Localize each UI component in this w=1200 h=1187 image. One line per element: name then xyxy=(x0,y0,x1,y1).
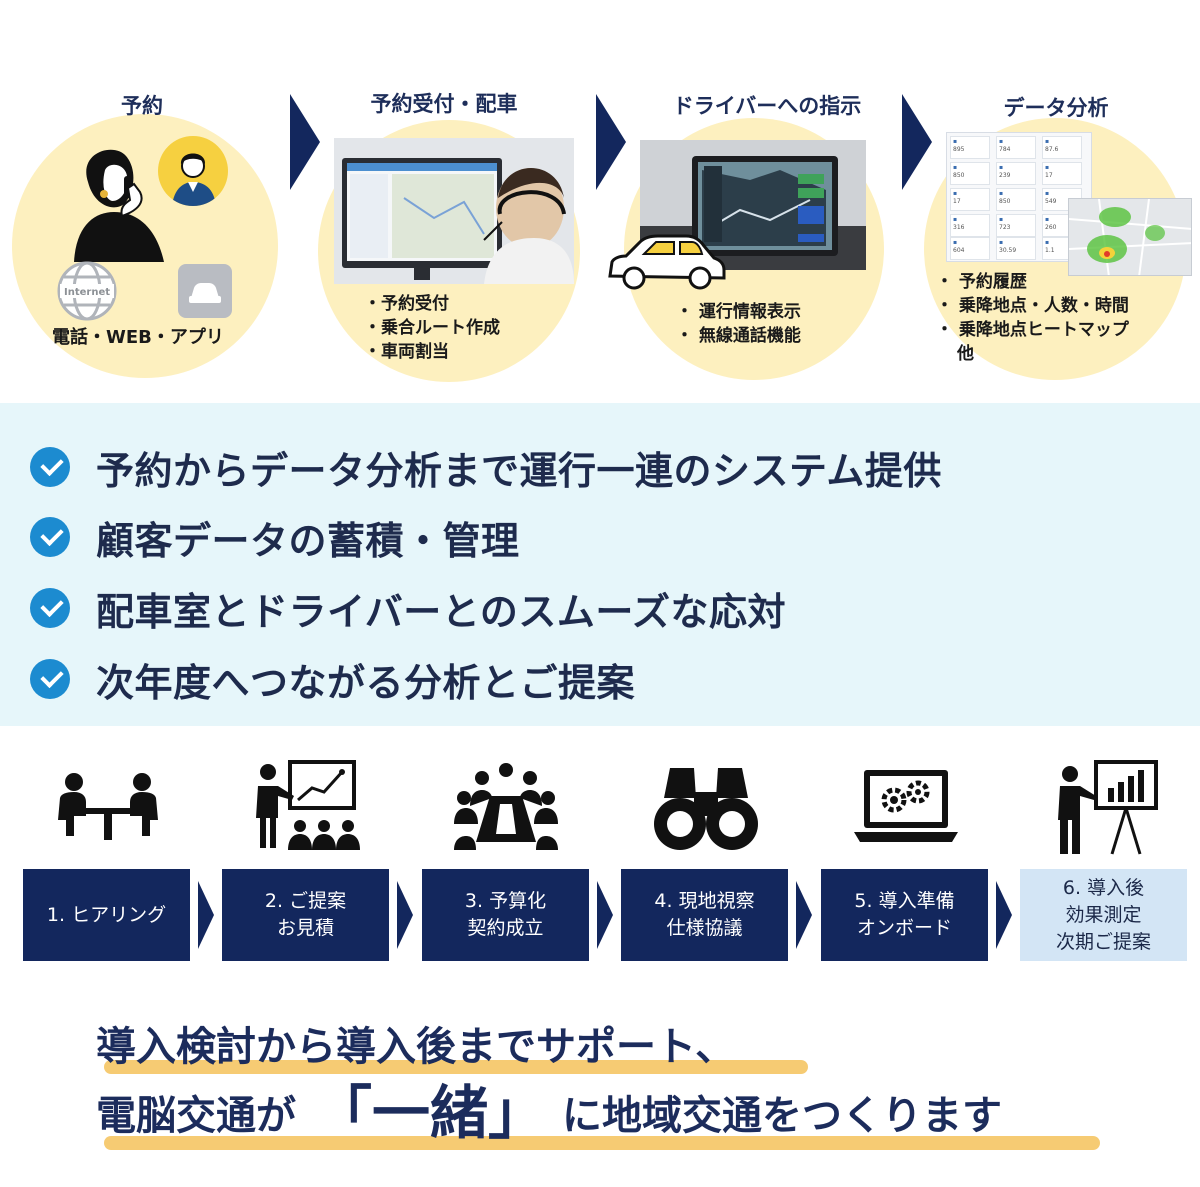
driver-bullet: ・ 運行情報表示 xyxy=(676,302,801,322)
in-car-tablet-photo xyxy=(640,140,866,270)
dispatch-bullet: ・乗合ルート作成 xyxy=(364,318,500,338)
step-label: 3. 予算化 xyxy=(464,890,547,912)
tagline-prefix: 電脳交通が xyxy=(96,1093,296,1139)
step-label: 2. ご提案 xyxy=(264,890,347,912)
flow-arrow-3-icon xyxy=(902,94,932,190)
benefit-text: 次年度へつながる分析とご提案 xyxy=(96,660,636,705)
dashboard-cell: ▪850 xyxy=(996,188,1036,211)
car-app-icon xyxy=(178,264,232,318)
process-step-5: 5. 導入準備 オンボード xyxy=(821,869,988,961)
tagline-emphasis: 「一緒」 xyxy=(314,1079,547,1147)
step-arrow-icon xyxy=(796,881,812,949)
step-label: 6. 導入後 xyxy=(1062,876,1145,899)
tagline-suffix: に地域交通をつくります xyxy=(562,1093,1003,1139)
taxi-car-icon xyxy=(608,234,726,290)
dashboard-cell: ▪895 xyxy=(950,136,990,159)
dispatcher-photo xyxy=(334,138,574,284)
dashboard-cell: ▪17 xyxy=(1042,162,1082,185)
dashboard-cell: ▪30.59 xyxy=(996,237,1036,260)
tagline-underline-1 xyxy=(104,1060,808,1074)
reservation-channels-caption: 電話・WEB・アプリ xyxy=(52,327,224,348)
meeting-icon xyxy=(58,773,158,840)
process-step-3: 3. 予算化 契約成立 xyxy=(422,869,589,961)
dashboard-cell: ▪87.6 xyxy=(1042,136,1082,159)
operator-avatar xyxy=(158,136,228,206)
step-label: 4. 現地視察 xyxy=(654,890,755,912)
step-label: 効果測定 xyxy=(1065,903,1142,926)
check-icon xyxy=(30,588,70,628)
pickup-heatmap xyxy=(1068,198,1192,276)
tagline-line-2: 電脳交通が 「一緒」 に地域交通をつくります xyxy=(96,1080,1002,1146)
dispatch-bullets: ・予約受付 ・乗合ルート作成 ・車両割当 xyxy=(364,292,500,364)
stage-driver-title: ドライバーへの指示 xyxy=(672,94,862,118)
benefit-text: 予約からデータ分析まで運行一連のシステム提供 xyxy=(96,448,942,493)
step-arrow-icon xyxy=(198,881,214,949)
benefit-text: 顧客データの蓄積・管理 xyxy=(96,518,520,563)
dispatch-bullet: ・車両割当 xyxy=(364,342,449,362)
benefit-item: 次年度へつながる分析とご提案 xyxy=(30,651,635,707)
driver-bullets: ・ 運行情報表示 ・ 無線通話機能 xyxy=(676,300,801,348)
analysis-chart-icon xyxy=(1058,760,1158,855)
laptop-gears-icon xyxy=(854,770,958,842)
check-icon xyxy=(30,447,70,487)
dashboard-cell: ▪723 xyxy=(996,214,1036,237)
dashboard-cell: ▪239 xyxy=(996,162,1036,185)
benefit-item: 配車室とドライバーとのスムーズな応対 xyxy=(30,580,786,636)
flow-arrow-1-icon xyxy=(290,94,320,190)
step-label: 契約成立 xyxy=(467,917,544,939)
binoculars-icon xyxy=(654,768,758,850)
benefit-item: 予約からデータ分析まで運行一連のシステム提供 xyxy=(30,439,942,495)
service-flow: 予約 Internet 電話・WEB・アプリ 予約受付 xyxy=(0,0,1200,400)
tagline-underline-2 xyxy=(104,1136,1100,1150)
internet-globe-icon: Internet xyxy=(57,261,117,321)
dashboard-cell: ▪850 xyxy=(950,162,990,185)
dispatch-bullet: ・予約受付 xyxy=(364,294,449,314)
conference-table-icon xyxy=(454,763,558,850)
process-step-6: 6. 導入後 効果測定 次期ご提案 xyxy=(1020,869,1187,961)
tagline-line-1: 導入検討から導入後までサポート、 xyxy=(96,1024,736,1070)
analytics-dashboard: ▪895 ▪784 ▪87.6 ▪850 ▪239 ▪17 ▪17 ▪850 ▪… xyxy=(946,132,1092,262)
analysis-bullets: ・ 予約履歴 ・ 乗降地点・人数・時間 ・ 乗降地点ヒートマップ 他 xyxy=(936,270,1129,366)
flow-arrow-2-icon xyxy=(596,94,626,190)
dashboard-cell: ▪604 xyxy=(950,237,990,260)
dashboard-cell: ▪784 xyxy=(996,136,1036,159)
analysis-bullet: ・ 予約履歴 xyxy=(936,272,1027,292)
presentation-icon xyxy=(256,760,360,850)
benefit-text: 配車室とドライバーとのスムーズな応対 xyxy=(96,589,786,634)
stage-analysis-title: データ分析 xyxy=(1003,96,1109,120)
check-icon xyxy=(30,517,70,557)
process-step-1: 1. ヒアリング xyxy=(23,869,190,961)
analysis-bullet: 他 xyxy=(957,344,974,364)
analysis-bullet: ・ 乗降地点・人数・時間 xyxy=(936,296,1129,316)
woman-on-phone-illustration xyxy=(74,149,164,262)
check-icon xyxy=(30,659,70,699)
driver-bullet: ・ 無線通話機能 xyxy=(676,326,801,346)
internet-label: Internet xyxy=(64,287,110,298)
step-label: 1. ヒアリング xyxy=(46,903,167,926)
process-step-4: 4. 現地視察 仕様協議 xyxy=(621,869,788,961)
step-arrow-icon xyxy=(597,881,613,949)
step-arrow-icon xyxy=(397,881,413,949)
step-label: 5. 導入準備 xyxy=(854,890,955,912)
step-label: 次期ご提案 xyxy=(1055,930,1151,953)
analysis-bullet: ・ 乗降地点ヒートマップ xyxy=(936,320,1129,340)
benefits-panel: 予約からデータ分析まで運行一連のシステム提供 顧客データの蓄積・管理 配車室とド… xyxy=(0,403,1200,726)
step-label: 仕様協議 xyxy=(666,917,743,939)
dashboard-cell: ▪316 xyxy=(950,214,990,237)
stage-dispatch-title: 予約受付・配車 xyxy=(370,92,518,116)
step-label: お見積 xyxy=(276,917,334,939)
stage-reservation-title: 予約 xyxy=(121,94,163,118)
step-label: オンボード xyxy=(856,917,952,939)
step-arrow-icon xyxy=(996,881,1012,949)
dashboard-cell: ▪17 xyxy=(950,188,990,211)
benefit-item: 顧客データの蓄積・管理 xyxy=(30,509,520,565)
process-step-2: 2. ご提案 お見積 xyxy=(222,869,389,961)
